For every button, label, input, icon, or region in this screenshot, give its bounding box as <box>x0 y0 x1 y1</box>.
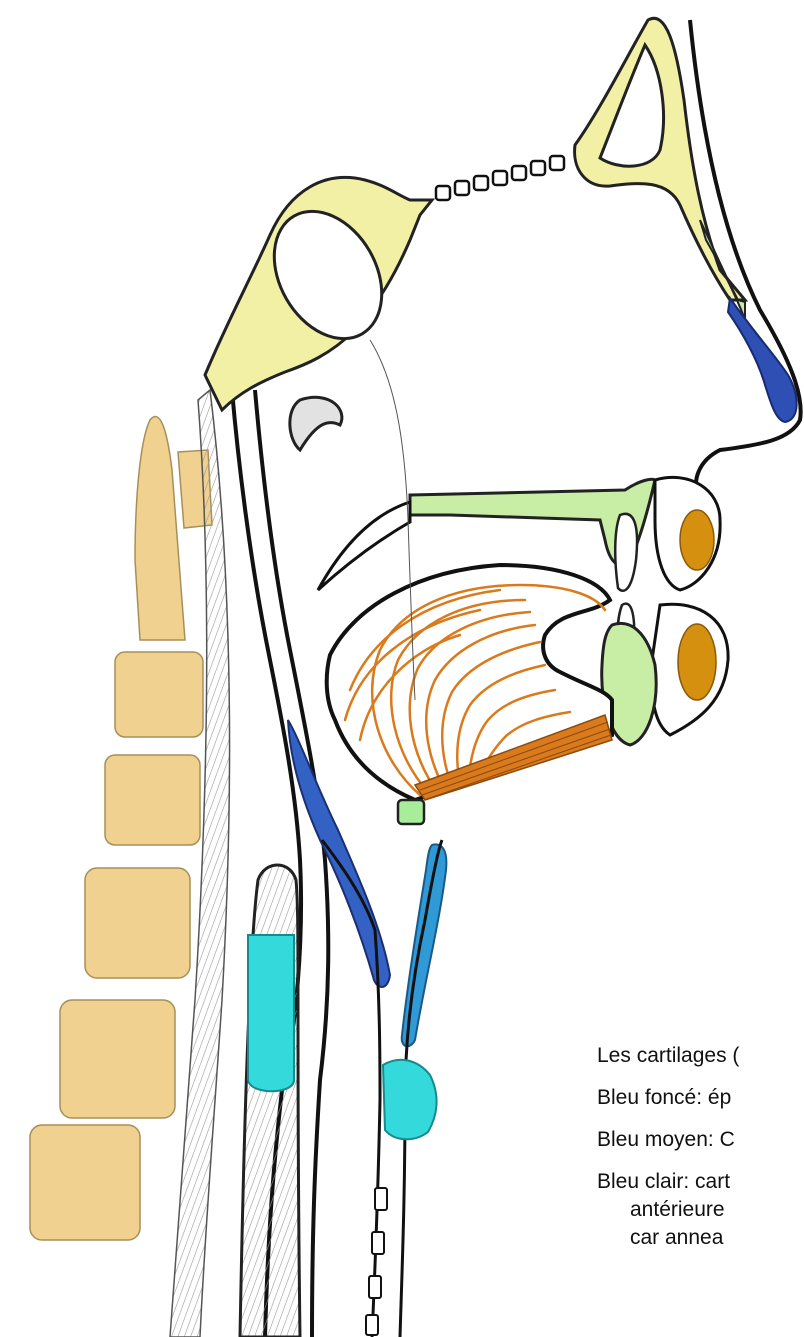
hyoid-bone <box>398 800 424 824</box>
dens-vertebra <box>135 417 185 640</box>
upper-lip-muscle <box>680 510 714 570</box>
upper-incisor <box>615 514 637 591</box>
legend-light-blue-cont-2: car annea <box>597 1224 804 1252</box>
legend-light-blue-cont-1: antérieure <box>597 1196 804 1224</box>
nasal-septal-cartilage <box>700 220 745 320</box>
cribriform-plate <box>436 156 564 200</box>
prevertebral-band <box>170 390 230 1337</box>
legend-medium-blue: Bleu moyen: C <box>597 1126 804 1154</box>
vertebral-column <box>30 417 212 1240</box>
legend-title: Les cartilages ( <box>597 1042 804 1070</box>
vertebra-c5 <box>60 1000 175 1118</box>
vertebra-c4 <box>85 868 190 978</box>
legend-dark-blue: Bleu foncé: ép <box>597 1084 804 1112</box>
torus-tubarius <box>290 397 342 450</box>
legend-light-blue: Bleu clair: cart <box>597 1168 804 1196</box>
cartilage-legend: Les cartilages ( Bleu foncé: ép Bleu moy… <box>597 1042 804 1252</box>
esophageal-sphincter <box>248 935 294 1091</box>
cricoid-cartilage <box>383 1060 437 1139</box>
lower-lip-muscle <box>678 624 716 700</box>
vertebra-c2 <box>115 652 203 737</box>
vertebra-c6 <box>30 1125 140 1240</box>
cranial-base <box>205 18 745 410</box>
vertebra-c3 <box>105 755 200 845</box>
soft-palate <box>318 502 410 590</box>
